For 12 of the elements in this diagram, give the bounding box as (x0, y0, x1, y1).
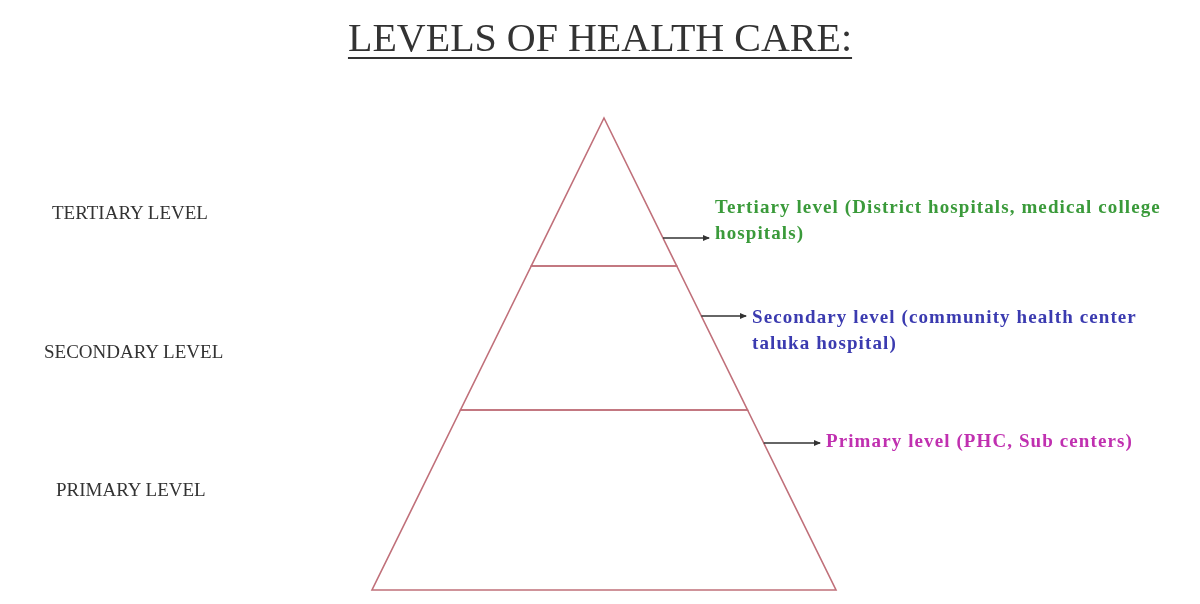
level-label: SECONDARY LEVEL (44, 341, 224, 363)
level-label: PRIMARY LEVEL (56, 479, 206, 501)
level-description: Tertiary level (District hospitals, medical college hospitals) (715, 194, 1170, 246)
level-label: TERTIARY LEVEL (52, 202, 208, 224)
pyramid-tier (459, 265, 749, 411)
arrow (700, 313, 747, 319)
title: LEVELS OF HEALTH CARE: (347, 15, 853, 60)
arrow (662, 235, 710, 241)
level-description: Primary level (PHC, Sub centers) (826, 428, 1133, 454)
arrow (763, 440, 821, 446)
pyramid-top-tier (529, 116, 679, 267)
level-description: Secondary level (community health center taluka hospital) (752, 304, 1152, 356)
